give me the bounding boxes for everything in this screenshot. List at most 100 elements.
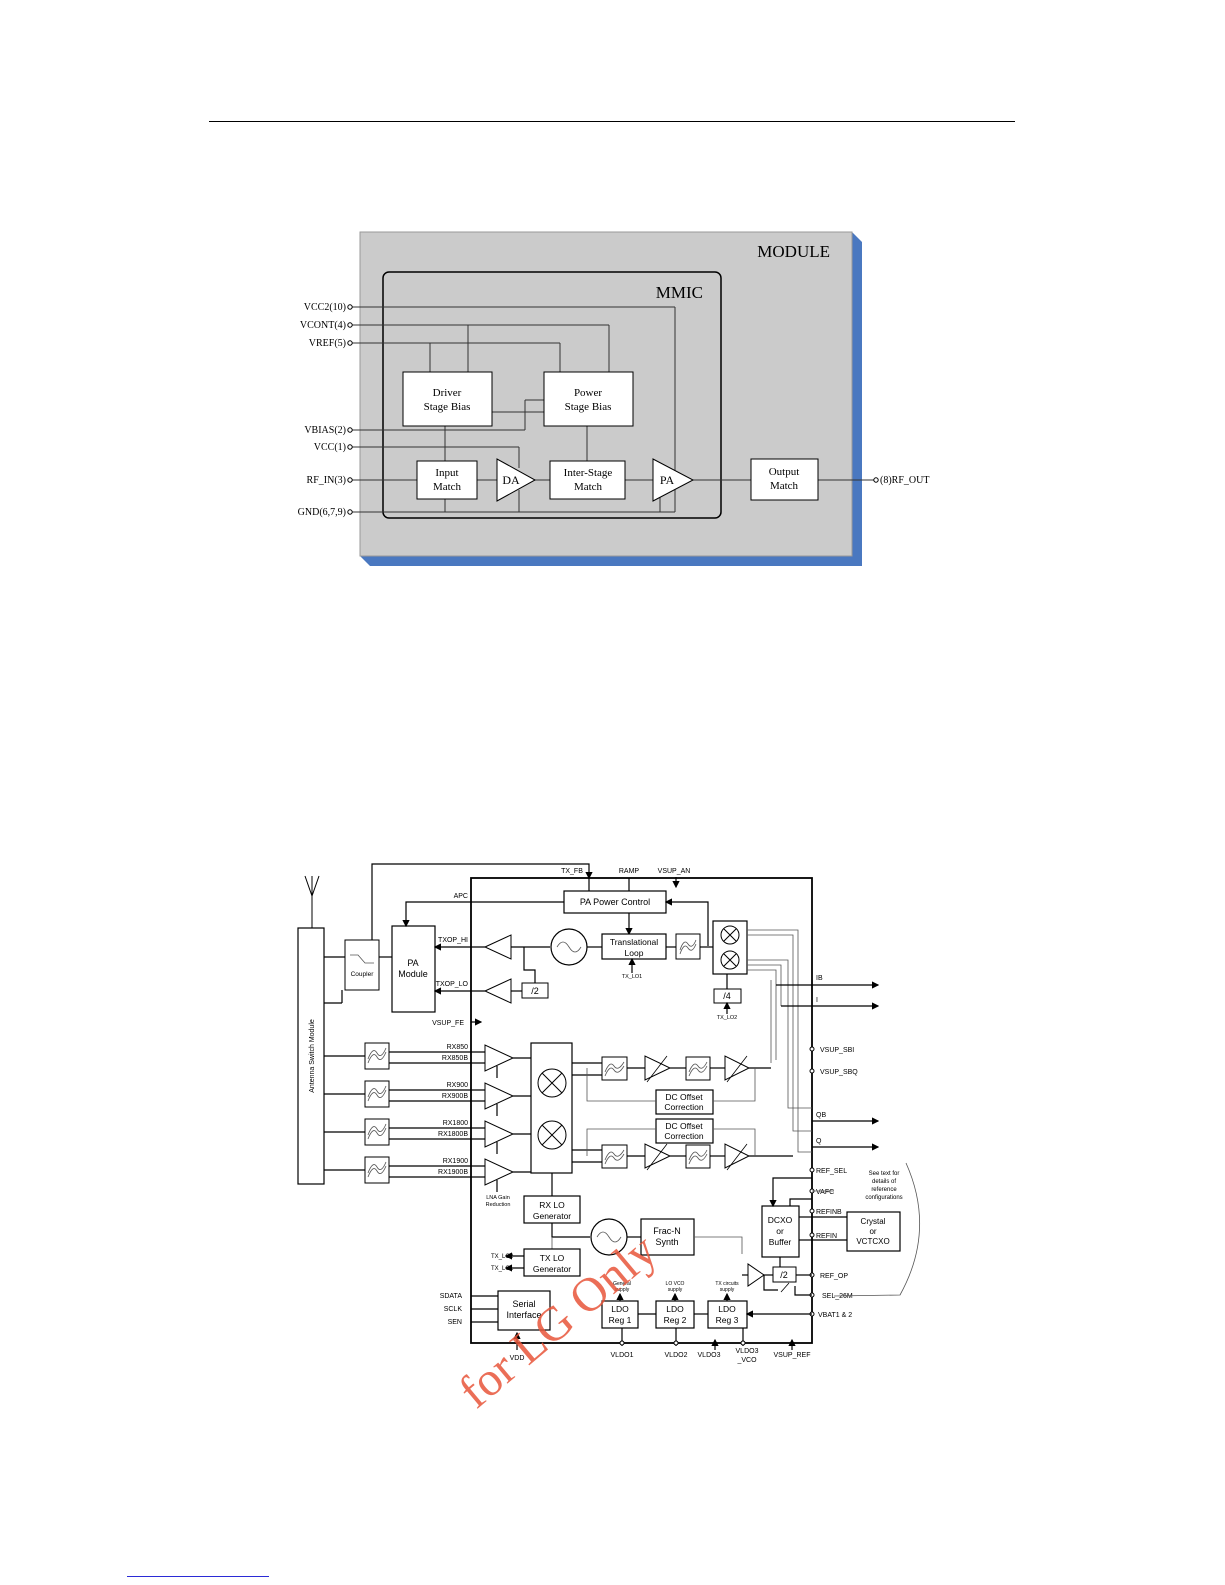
- pin-rx1900: RX1900: [443, 1158, 468, 1165]
- dcxo-label-2: or: [776, 1226, 784, 1236]
- dc-offset-i-block: [655, 1089, 714, 1115]
- rx-filters: [364, 1042, 390, 1184]
- tx-filter-icon: [675, 933, 701, 960]
- serial-label-2: Interface: [506, 1310, 541, 1320]
- pin-tx-lo2: TX_LO2: [491, 1254, 514, 1260]
- pin-vldo3-vco-2: _VCO: [736, 1357, 757, 1364]
- pin-rx1900b: RX1900B: [438, 1169, 468, 1176]
- frac-n-synth-block: [640, 1218, 695, 1256]
- pin-rx850b: RX850B: [442, 1055, 468, 1062]
- see-text-line-4: configurations: [865, 1195, 902, 1201]
- pin-vsup-an: VSUP_AN: [658, 868, 691, 875]
- inter-stage-label-2: Match: [574, 481, 603, 493]
- ldo3-label-1: LDO: [718, 1304, 736, 1314]
- pin-qb: QB: [816, 1112, 826, 1119]
- pin-vbias: VBIAS(2): [304, 425, 346, 436]
- pin-vdd: VDD: [510, 1355, 525, 1362]
- ldo2-label-2: Reg 2: [664, 1315, 687, 1325]
- pin-vbat: VBAT1 & 2: [818, 1312, 852, 1319]
- chip-outline: [470, 877, 813, 1344]
- crystal-label-3: VCTCXO: [856, 1237, 889, 1246]
- tx-lo1-label-top: TX_LO1: [622, 974, 642, 980]
- pin-tx-fb: TX_FB: [561, 868, 583, 875]
- see-text-line-1: See text for: [869, 1171, 900, 1177]
- pin-rx1800: RX1800: [443, 1120, 468, 1127]
- crystal-vctcxo-block: [846, 1211, 901, 1252]
- translational-label-2: Loop: [625, 948, 644, 958]
- antenna-switch-module: [297, 927, 325, 1185]
- ldo3-label-2: Reg 3: [716, 1315, 739, 1325]
- pin-rx850: RX850: [447, 1044, 469, 1051]
- tx-lo-amp-icon: [483, 978, 512, 1004]
- pin-vref: VREF(5): [309, 338, 346, 349]
- see-text-line-3: reference: [871, 1187, 897, 1193]
- frac-n-label-2: Synth: [655, 1237, 678, 1247]
- translational-label-1: Translational: [610, 937, 658, 947]
- pin-vafc: VAFC: [816, 1189, 834, 1196]
- output-match-label-2: Match: [770, 480, 799, 492]
- pin-sclk: SCLK: [444, 1306, 463, 1313]
- pa-module-label-2: Module: [398, 969, 428, 979]
- da-label: DA: [502, 473, 520, 487]
- pin-sdata: SDATA: [440, 1293, 463, 1300]
- input-match-block: [416, 460, 478, 500]
- pin-vsup-sbq: VSUP_SBQ: [820, 1069, 858, 1076]
- pin-rf-in: RF_IN(3): [307, 475, 346, 486]
- ldo2-note-1: LO VCO: [666, 1281, 685, 1287]
- pin-vldo1: VLDO1: [611, 1352, 634, 1359]
- pin-ref-op: REF_OP: [820, 1273, 848, 1280]
- tx-lo-label-2: Generator: [533, 1264, 571, 1274]
- coupler-block: [344, 939, 380, 991]
- serial-label-1: Serial: [512, 1299, 535, 1309]
- tx-hi-amp-icon: [483, 934, 512, 960]
- pin-rx900: RX900: [447, 1082, 469, 1089]
- da-amplifier-icon: [496, 458, 537, 502]
- pin-refinb: REFINB: [816, 1209, 842, 1216]
- driver-stage-bias-block: [402, 371, 493, 427]
- crystal-label-1: Crystal: [861, 1217, 886, 1226]
- div2-tx-label: /2: [531, 986, 539, 996]
- pin-vsup-sbi: VSUP_SBI: [820, 1047, 854, 1054]
- rx-mixer-block: [530, 1042, 573, 1174]
- pin-gnd: GND(6,7,9): [298, 507, 346, 518]
- pa-power-control-label: PA Power Control: [580, 897, 650, 907]
- output-match-label-1: Output: [769, 466, 800, 478]
- pin-vcont: VCONT(4): [300, 320, 346, 331]
- pin-rx1800b: RX1800B: [438, 1131, 468, 1138]
- pin-rf-out: (8)RF_OUT: [880, 475, 929, 486]
- dc-offset-i-label-1: DC Offset: [665, 1092, 703, 1102]
- pin-vcc: VCC(1): [314, 442, 346, 453]
- pa-amplifier-icon: [652, 458, 695, 502]
- pin-apc: APC: [454, 893, 468, 900]
- pin-vldo3-vco-1: VLDO3: [736, 1348, 759, 1355]
- module-label: MODULE: [757, 242, 830, 261]
- dc-offset-q-block: [655, 1118, 714, 1144]
- ldo1-note-2: supply: [615, 1287, 630, 1293]
- inter-stage-label-1: Inter-Stage: [564, 467, 613, 479]
- antenna-icon: [304, 875, 320, 928]
- tx-lo-generator-block: [523, 1248, 581, 1277]
- dcxo-label-1: DCXO: [768, 1215, 793, 1225]
- ldo1-label-2: Reg 1: [609, 1315, 632, 1325]
- power-stage-bias-block: [543, 371, 634, 427]
- dcxo-label-3: Buffer: [769, 1237, 792, 1247]
- pin-txop-hi: TXOP_HI: [438, 937, 468, 944]
- input-match-label-2: Match: [433, 481, 462, 493]
- tx-lo2-label-top: TX_LO2: [717, 1015, 737, 1021]
- header-rule: [209, 121, 1015, 122]
- ref-buffer-icon: [747, 1263, 765, 1287]
- pin-vsup-ref: VSUP_REF: [774, 1352, 811, 1359]
- tx-lo-label-1: TX LO: [540, 1253, 565, 1263]
- lna-gain-label-2: Reduction: [486, 1202, 511, 1208]
- dc-offset-q-label-2: Correction: [664, 1131, 703, 1141]
- pa-label: PA: [660, 473, 675, 487]
- pin-ramp: RAMP: [619, 868, 640, 875]
- dc-offset-i-label-2: Correction: [664, 1102, 703, 1112]
- pin-vldo2: VLDO2: [665, 1352, 688, 1359]
- pa-module-block: [391, 925, 436, 1013]
- coupler-label: Coupler: [351, 971, 375, 978]
- driver-bias-label-2: Stage Bias: [424, 401, 471, 413]
- pin-vsup-fe: VSUP_FE: [432, 1020, 464, 1027]
- dcxo-buffer-block: [761, 1205, 800, 1258]
